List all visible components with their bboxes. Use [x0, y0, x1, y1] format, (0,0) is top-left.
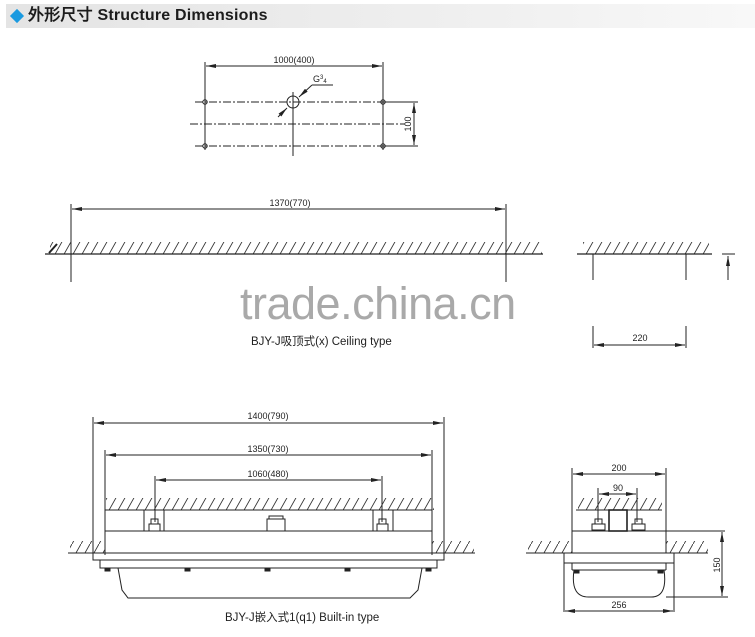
- top-view: [190, 62, 418, 156]
- watermark: trade.china.cn: [240, 278, 516, 329]
- builtin-type-front-view: [68, 417, 475, 599]
- thread-label: G34: [313, 74, 327, 85]
- ceiling-type-caption: BJY-J吸顶式(x) Ceiling type: [251, 336, 392, 348]
- section-title: 外形尺寸 Structure Dimensions: [28, 7, 268, 24]
- ceiling-type-front-view: [45, 204, 543, 282]
- ceiling-side-dimension: 220: [632, 333, 647, 343]
- ceiling-length-dimension: 1370(770): [269, 198, 310, 208]
- section-header: 外形尺寸 Structure Dimensions: [6, 4, 755, 28]
- builtin-inner-dimension: 1350(730): [247, 444, 288, 454]
- top-height-dimension: 100: [403, 116, 413, 131]
- side-bottom-dimension: 256: [611, 600, 626, 610]
- builtin-mount-dimension: 1060(480): [247, 469, 288, 479]
- side-mount-dimension: 90: [613, 483, 623, 493]
- side-height-dimension: 150: [712, 557, 722, 572]
- builtin-type-caption: BJY-J嵌入式1(q1) Built-in type: [225, 612, 380, 624]
- side-width-dimension: 200: [611, 463, 626, 473]
- top-width-dimension: 1000(400): [273, 55, 314, 65]
- builtin-overall-dimension: 1400(790): [247, 411, 288, 421]
- builtin-type-side-view: [526, 468, 728, 613]
- ceiling-type-side-view: [577, 242, 735, 348]
